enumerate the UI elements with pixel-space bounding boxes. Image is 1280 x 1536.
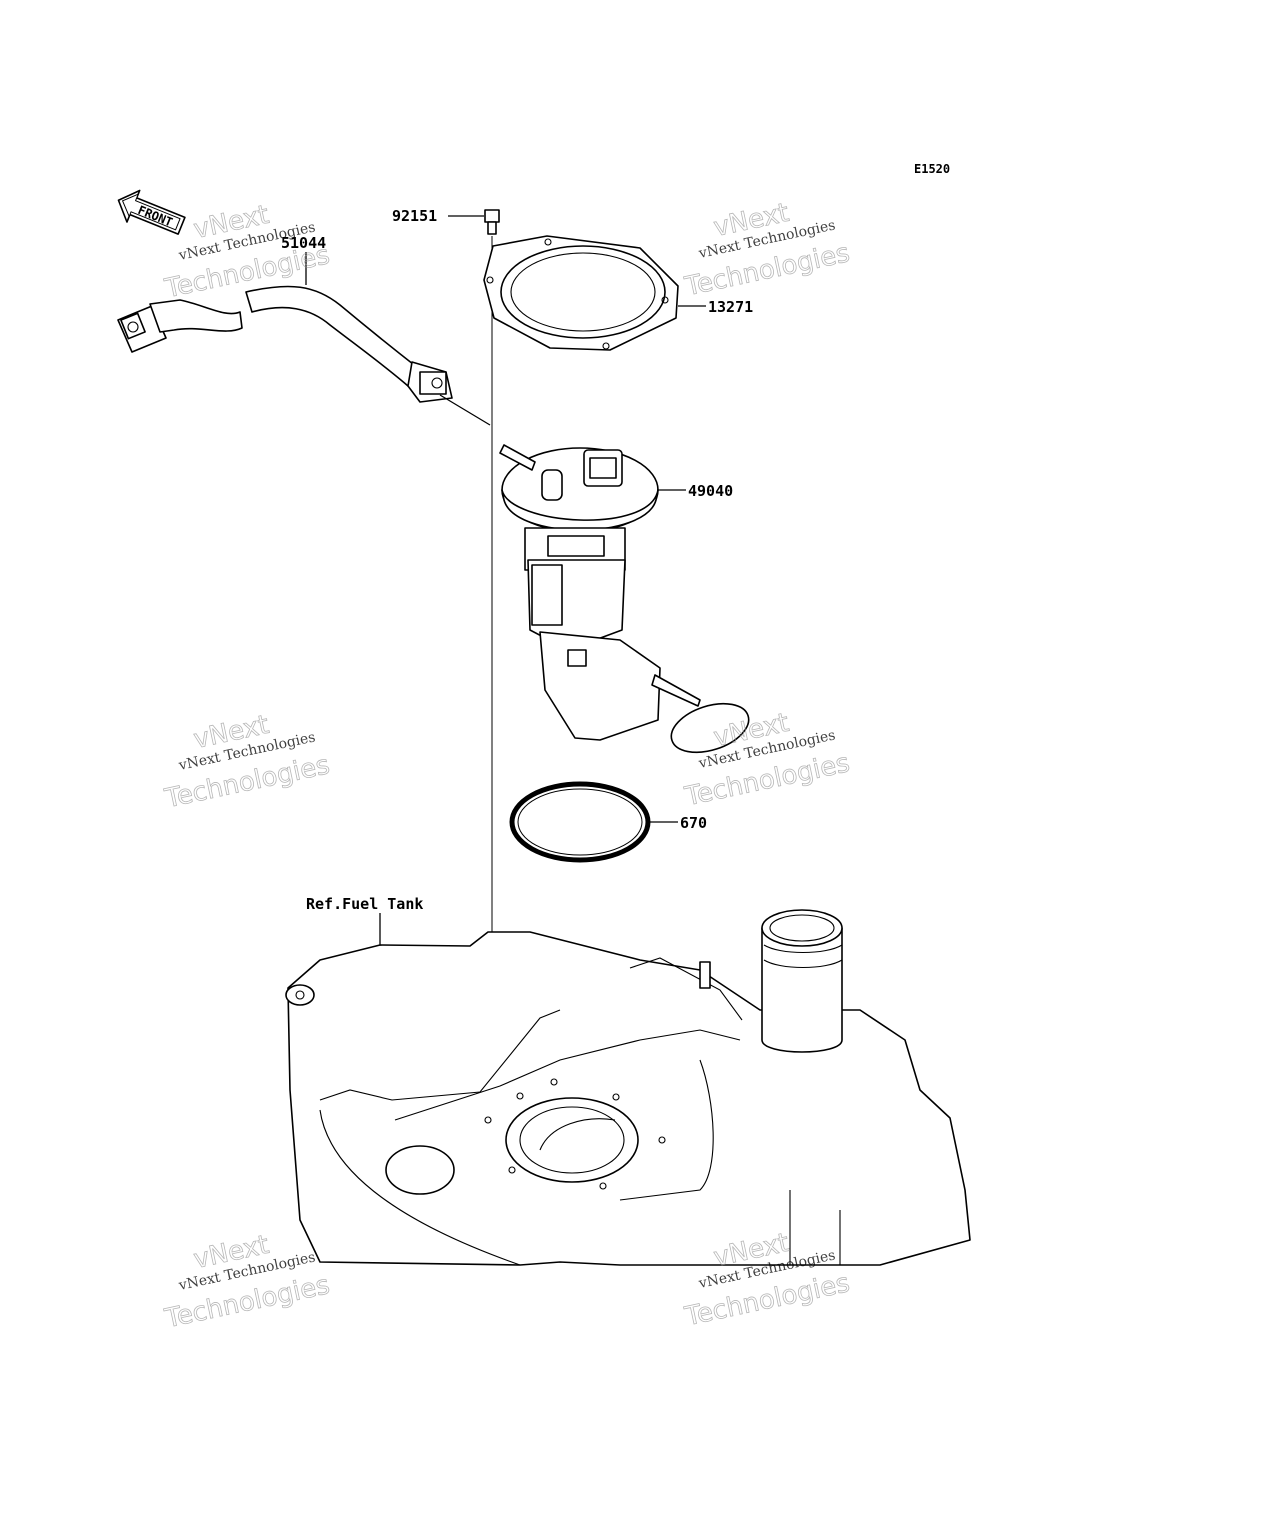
watermark-3: vNext vNext Technologies Technologies — [161, 710, 332, 815]
diagram-code: E1520 — [914, 162, 950, 176]
fuel-tank-reference — [285, 909, 971, 1266]
watermark-2: vNext vNext Technologies Technologies — [681, 198, 852, 303]
watermark-5: vNext vNext Technologies Technologies — [161, 1230, 332, 1335]
part-number-670[interactable]: 670 — [680, 814, 707, 832]
fuel-pump-49040[interactable] — [499, 444, 755, 761]
o-ring-670[interactable] — [509, 781, 651, 863]
part-number-49040[interactable]: 49040 — [688, 482, 733, 500]
fuel-hose-51044[interactable] — [117, 285, 453, 403]
plate-13271[interactable] — [483, 235, 679, 351]
bolt-92151[interactable] — [484, 209, 500, 235]
part-number-13271[interactable]: 13271 — [708, 298, 753, 316]
reference-label: Ref.Fuel Tank — [306, 895, 423, 913]
part-number-92151[interactable]: 92151 — [392, 207, 437, 225]
front-arrow-icon: FRONT — [117, 189, 186, 235]
part-number-51044[interactable]: 51044 — [281, 234, 326, 252]
watermark-1: vNext vNext Technologies Technologies — [161, 200, 332, 305]
